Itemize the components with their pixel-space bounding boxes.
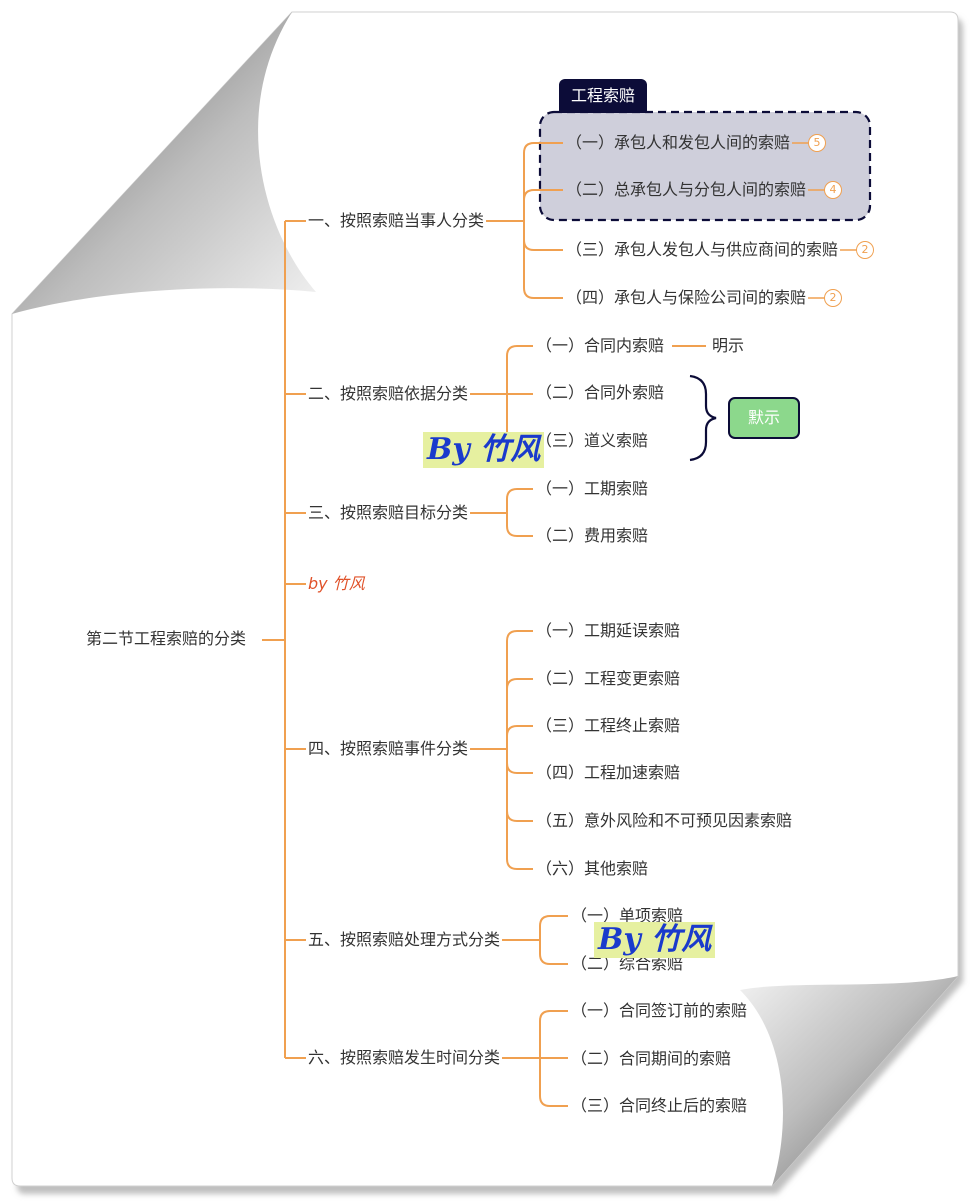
sub-topic[interactable]: （二）综合索赔 (569, 954, 686, 974)
sub-topic[interactable]: （一）工期延误索赔 (534, 621, 683, 641)
sub-topic[interactable]: （六）其他索赔 (534, 859, 651, 879)
count-badge: 2 (856, 241, 875, 259)
sub-topic[interactable]: （二）合同外索赔 (534, 383, 667, 403)
sub-topic[interactable]: （二）总承包人与分包人间的索赔 (566, 180, 807, 199)
sub-topic[interactable]: （三）合同终止后的索赔 (569, 1096, 750, 1116)
sub-topic[interactable]: （一）工期索赔 (534, 479, 651, 499)
sub-topic[interactable]: （三）承包人发包人与供应商间的索赔 (564, 240, 841, 260)
page-curl-top (12, 12, 316, 314)
sub-topic[interactable]: （四）工程加速索赔 (534, 763, 683, 783)
branch-topic[interactable]: 一、按照索赔当事人分类 (306, 211, 487, 231)
branch-topic[interactable]: 六、按照索赔发生时间分类 (306, 1048, 503, 1068)
sub-topic[interactable]: （三）工程终止索赔 (534, 716, 683, 736)
count-badge: 5 (808, 134, 827, 152)
sub-topic[interactable]: （三）道义索赔 (534, 431, 651, 451)
count-badge: 2 (824, 289, 843, 307)
count-badge: 4 (824, 181, 843, 199)
page-curl-bottom (740, 976, 958, 1186)
sub-topic[interactable]: （一）合同内索赔 (534, 336, 667, 356)
sub-topic[interactable]: （二）费用索赔 (534, 526, 651, 546)
root-topic[interactable]: 第二节工程索赔的分类 (84, 629, 249, 649)
sub-topic[interactable]: （五）意外风险和不可预见因素索赔 (534, 811, 795, 831)
author-note[interactable]: by 竹风 (306, 574, 367, 594)
sub-topic[interactable]: （二）合同期间的索赔 (569, 1049, 734, 1069)
watermark-2: By 竹风 (594, 922, 716, 958)
sub-topic[interactable]: （四）承包人与保险公司间的索赔 (564, 288, 809, 308)
sub-topic[interactable]: （一）单项索赔 (569, 906, 686, 926)
watermark-1: By 竹风 (423, 432, 545, 468)
branch-topic[interactable]: 三、按照索赔目标分类 (306, 503, 471, 523)
sub-topic[interactable]: （一）承包人和发包人间的索赔 (566, 133, 791, 152)
sub-topic[interactable]: （一）合同签订前的索赔 (569, 1001, 750, 1021)
summary-box[interactable]: 默示 (728, 397, 800, 439)
branch-topic[interactable]: 五、按照索赔处理方式分类 (306, 930, 503, 950)
branch-topic[interactable]: 二、按照索赔依据分类 (306, 384, 471, 404)
sub-topic[interactable]: （二）工程变更索赔 (534, 669, 683, 689)
group-title-label: 工程索赔 (559, 79, 648, 113)
note-label[interactable]: 明示 (710, 336, 747, 356)
branch-topic[interactable]: 四、按照索赔事件分类 (306, 739, 471, 759)
